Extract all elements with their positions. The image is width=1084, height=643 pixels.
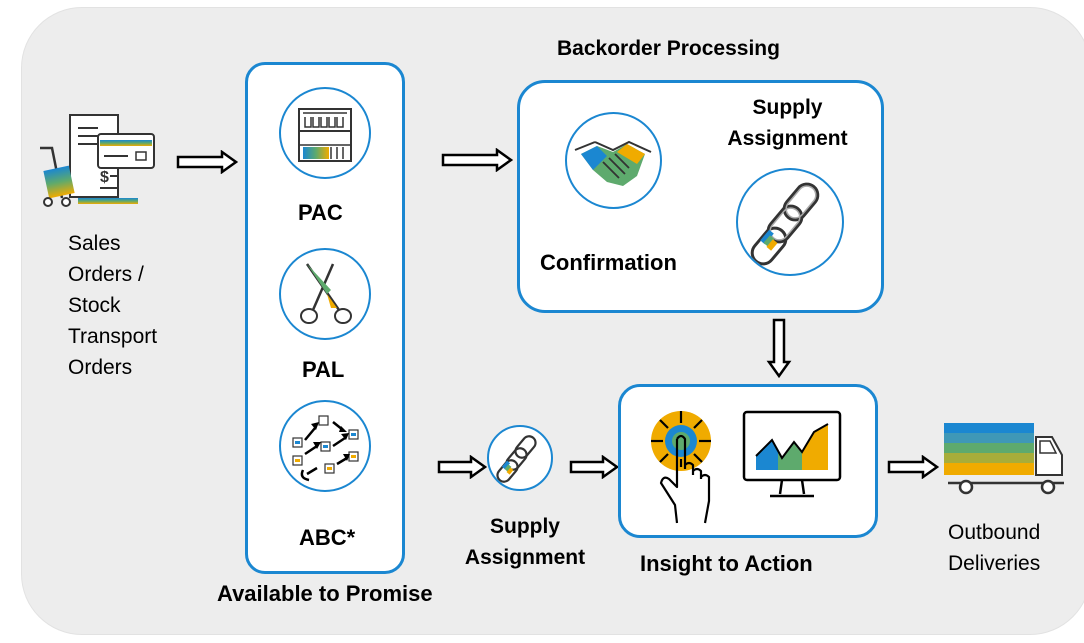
scissors-icon xyxy=(279,248,371,340)
delivery-truck-icon xyxy=(944,423,1072,499)
allocation-network-icon xyxy=(279,400,371,492)
handshake-icon xyxy=(565,112,662,209)
chain-link-icon xyxy=(736,168,844,276)
insight-to-action-label: Insight to Action xyxy=(640,551,813,576)
chain-link-icon xyxy=(487,425,553,491)
right-arrow-icon xyxy=(176,150,238,174)
pal-label: PAL xyxy=(302,357,345,382)
monitor-chart-icon xyxy=(742,410,842,502)
pac-label: PAC xyxy=(298,200,343,225)
right-arrow-icon xyxy=(569,455,619,479)
touch-click-icon xyxy=(645,405,725,525)
shelf-icon xyxy=(279,87,371,179)
supply-assignment-bottom-label: Supply Assignment xyxy=(464,515,586,569)
abc-label: ABC* xyxy=(299,525,356,550)
down-arrow-icon xyxy=(766,318,792,378)
svg-text:$: $ xyxy=(100,169,109,186)
backorder-processing-title: Backorder Processing xyxy=(557,37,780,60)
available-to-promise-title: Available to Promise xyxy=(217,581,433,606)
sales-orders-label: Sales Orders / Stock Transport Orders xyxy=(68,232,158,379)
right-arrow-icon xyxy=(887,455,939,479)
outbound-deliveries-label: Outbound Deliveries xyxy=(948,521,1041,575)
right-arrow-icon xyxy=(441,148,513,172)
confirmation-label: Confirmation xyxy=(540,250,677,275)
supply-assignment-top-label: Supply Assignment xyxy=(727,96,848,150)
order-document-icon: $ xyxy=(38,110,158,210)
right-arrow-icon xyxy=(437,455,487,479)
